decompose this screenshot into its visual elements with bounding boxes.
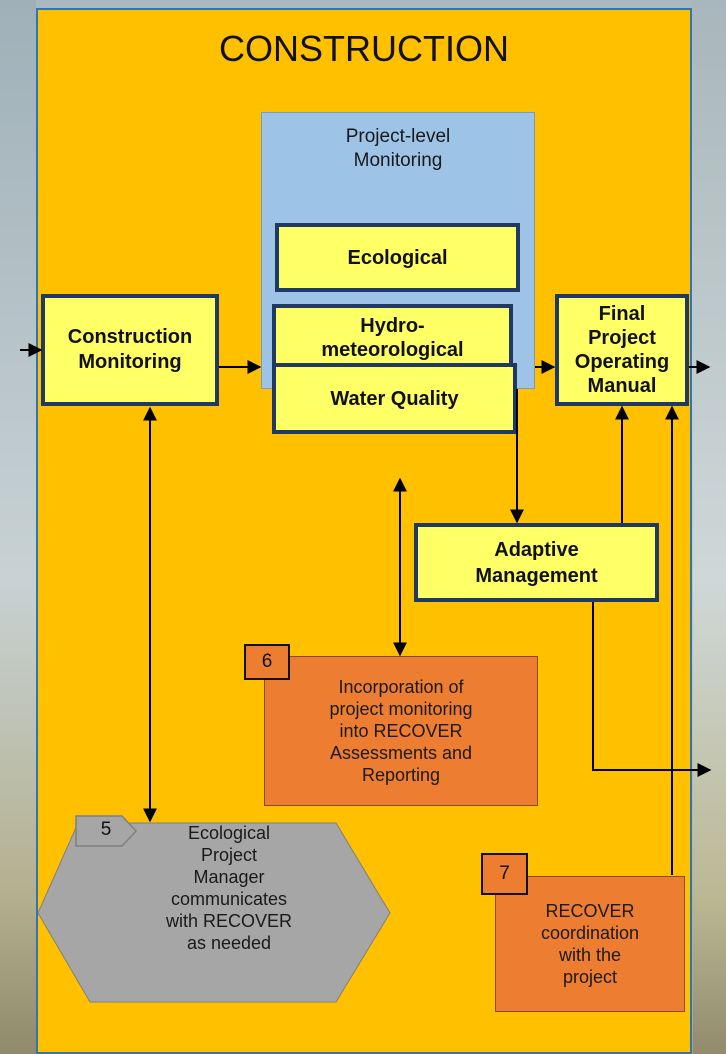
monitoring-title-line2: Monitoring [353, 150, 443, 171]
step5-line1: Ecological [187, 823, 271, 843]
hydro-label-line2: meteorological [321, 339, 464, 361]
arrow-adaptive-out [592, 602, 712, 777]
step6-number-tag: 6 [244, 644, 290, 680]
background-right-strip [693, 0, 726, 1054]
ecological-label: Ecological [347, 246, 448, 269]
construction-monitoring-line2: Monitoring [78, 351, 182, 373]
step6-line3: into RECOVER [339, 721, 463, 741]
step6-line2: project monitoring [329, 699, 473, 719]
final-manual-line1: Final [598, 303, 646, 325]
step7-number: 7 [499, 863, 510, 884]
step5-line3: Manager [193, 867, 265, 887]
adaptive-management-box: Adaptive Management [414, 523, 659, 602]
page-title: CONSTRUCTION [219, 28, 509, 69]
step6-recover-incorporation-box: Incorporation of project monitoring into… [264, 656, 538, 806]
final-operating-manual-box: Final Project Operating Manual [555, 294, 689, 406]
monitoring-title-line1: Project-level [345, 126, 451, 147]
step7-line1: RECOVER [545, 901, 635, 921]
adaptive-management-line1: Adaptive [494, 538, 579, 561]
step6-line4: Assessments and [329, 743, 473, 763]
step7-line3: with the [558, 945, 622, 965]
step7-recover-coordination-box: RECOVER coordination with the project [495, 876, 685, 1012]
step6-number: 6 [261, 651, 273, 672]
step5-hexagon [37, 822, 391, 1003]
step7-line4: project [562, 967, 617, 987]
water-quality-label: Water Quality [330, 387, 459, 410]
step6-line5: Reporting [361, 765, 441, 785]
step5-number-tag: 5 [76, 815, 136, 845]
construction-monitoring-line1: Construction [67, 326, 193, 348]
step6-line1: Incorporation of [338, 677, 464, 697]
background-left-strip [0, 0, 36, 1054]
step7-number-tag: 7 [481, 853, 528, 895]
project-level-monitoring-title: Project-level Monitoring [261, 125, 535, 173]
adaptive-management-line2: Management [475, 564, 598, 587]
final-manual-line3: Operating [574, 351, 670, 373]
final-manual-line2: Project [588, 327, 656, 349]
hydro-label-line1: Hydro- [360, 315, 425, 337]
step5-line6: as needed [186, 933, 272, 953]
step5-number: 5 [100, 819, 112, 840]
ecological-box: Ecological [275, 223, 520, 292]
step5-line4: communicates [170, 889, 288, 909]
final-manual-line4: Manual [587, 375, 657, 397]
step5-number-pennant [75, 815, 138, 847]
water-quality-box: Water Quality [272, 363, 517, 434]
construction-monitoring-box: Construction Monitoring [41, 294, 219, 406]
step5-line2: Project [200, 845, 258, 865]
step7-line2: coordination [540, 923, 640, 943]
step5-ecological-manager-text: Ecological Project Manager communicates … [118, 822, 340, 954]
hydrometeorological-box: Hydro- meteorological [272, 304, 513, 372]
step5-line5: with RECOVER [165, 911, 293, 931]
